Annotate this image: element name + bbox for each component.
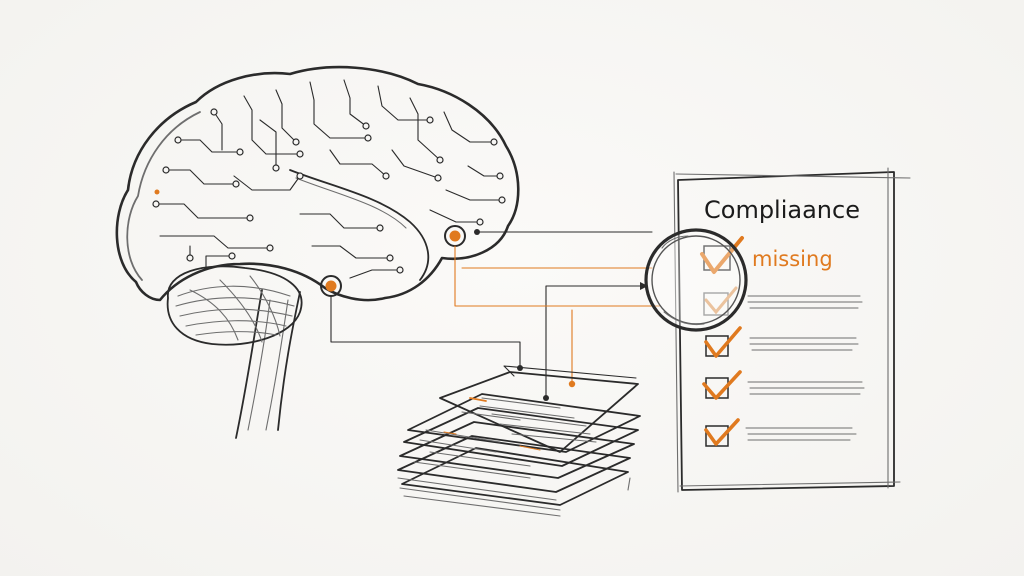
checklist-row	[703, 286, 863, 316]
checklist-document: Compliaance missing	[673, 167, 911, 493]
checklist-row	[704, 326, 859, 358]
checkmark-icon	[702, 370, 742, 400]
magnifying-glass-icon	[644, 228, 748, 332]
document-stack-icon	[397, 365, 641, 517]
connector-lines	[330, 231, 661, 401]
checkmark-icon	[704, 326, 742, 358]
checklist-row	[704, 418, 857, 447]
brain-circuit-icon	[115, 65, 520, 439]
checklist-row-missing: missing	[700, 236, 833, 274]
checklist-row	[702, 370, 865, 400]
checkmark-icon	[704, 286, 738, 315]
checklist-title: Compliaance	[704, 196, 860, 224]
checkmark-icon	[704, 418, 740, 446]
missing-label: missing	[752, 247, 833, 271]
checkmark-icon	[700, 236, 744, 274]
brain-hotspot-upper	[444, 225, 466, 247]
